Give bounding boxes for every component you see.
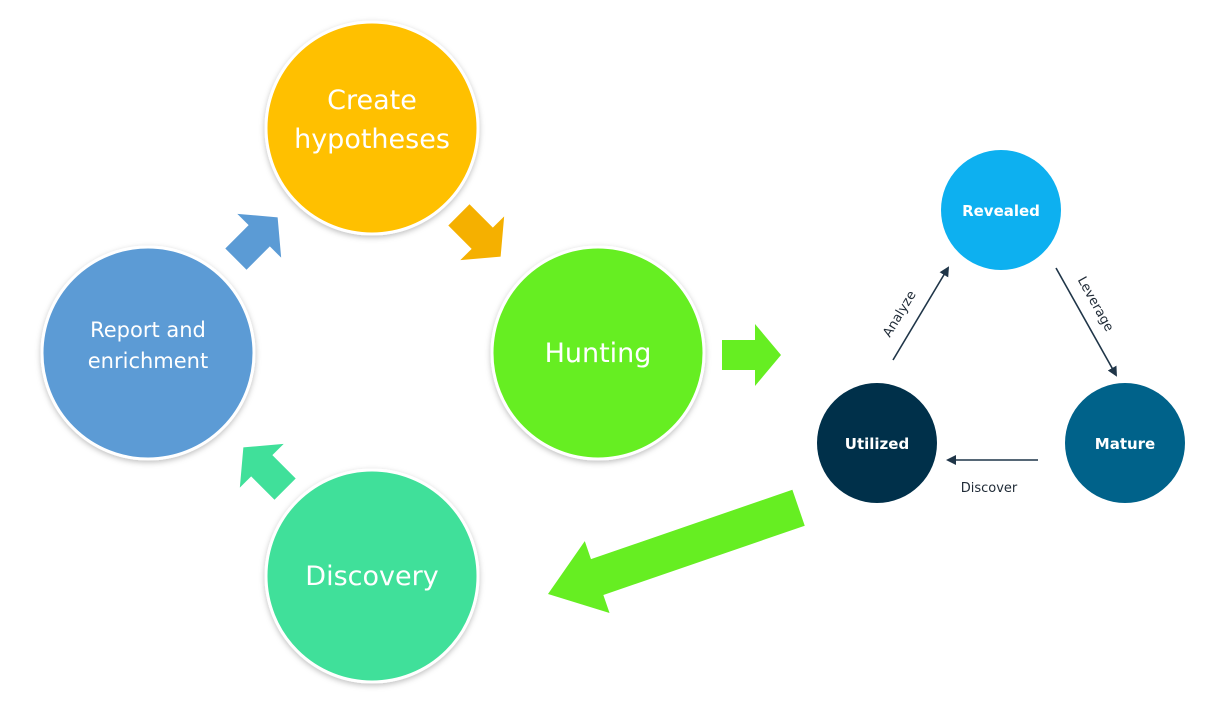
leverage-arrow [1055, 267, 1117, 377]
mature-circle [1065, 383, 1185, 503]
create-hypotheses-node: Create hypotheses [264, 20, 480, 236]
revealed-circle [941, 150, 1061, 270]
mature-node: Mature [1065, 383, 1185, 503]
return-arrow-shape [548, 489, 805, 614]
report-enrichment-label-line2: enrichment [88, 349, 208, 373]
arrow-report-to-create-shape [225, 213, 282, 270]
arrow-create-to-hunting-shape [448, 204, 505, 261]
arrow-create-to-hunting [448, 204, 505, 261]
arrow-discovery-to-report-shape [239, 443, 296, 500]
leverage-label: Leverage [1074, 274, 1116, 334]
mature-label: Mature [1095, 435, 1155, 453]
utilized-node: Utilized [817, 383, 937, 503]
report-enrichment-node: Report and enrichment [40, 245, 256, 461]
revealed-label: Revealed [962, 202, 1040, 220]
return-arrow [548, 489, 805, 614]
revealed-node: Revealed [941, 150, 1061, 270]
discover-label: Discover [961, 481, 1018, 496]
hunting-circle [490, 245, 706, 461]
arrow-discovery-to-report [239, 443, 296, 500]
analyze-arrow [892, 266, 950, 361]
discovery-label: Discovery [305, 561, 438, 592]
create-hypotheses-circle [264, 20, 480, 236]
create-hypotheses-label-line1: Create [327, 85, 417, 116]
discovery-node: Discovery [264, 468, 480, 684]
utilized-circle [817, 383, 937, 503]
report-enrichment-label-line1: Report and [90, 318, 206, 342]
report-enrichment-circle [40, 245, 256, 461]
arrow-report-to-create [225, 213, 282, 270]
hunting-label: Hunting [545, 338, 652, 369]
utilized-label: Utilized [845, 435, 909, 453]
create-hypotheses-label-line2: hypotheses [294, 124, 450, 155]
arrow-hunting-out-shape [722, 324, 781, 386]
hunting-node: Hunting [490, 245, 706, 461]
discovery-circle [264, 468, 480, 684]
arrow-hunting-out [722, 324, 781, 386]
analyze-label: Analyze [880, 288, 919, 340]
